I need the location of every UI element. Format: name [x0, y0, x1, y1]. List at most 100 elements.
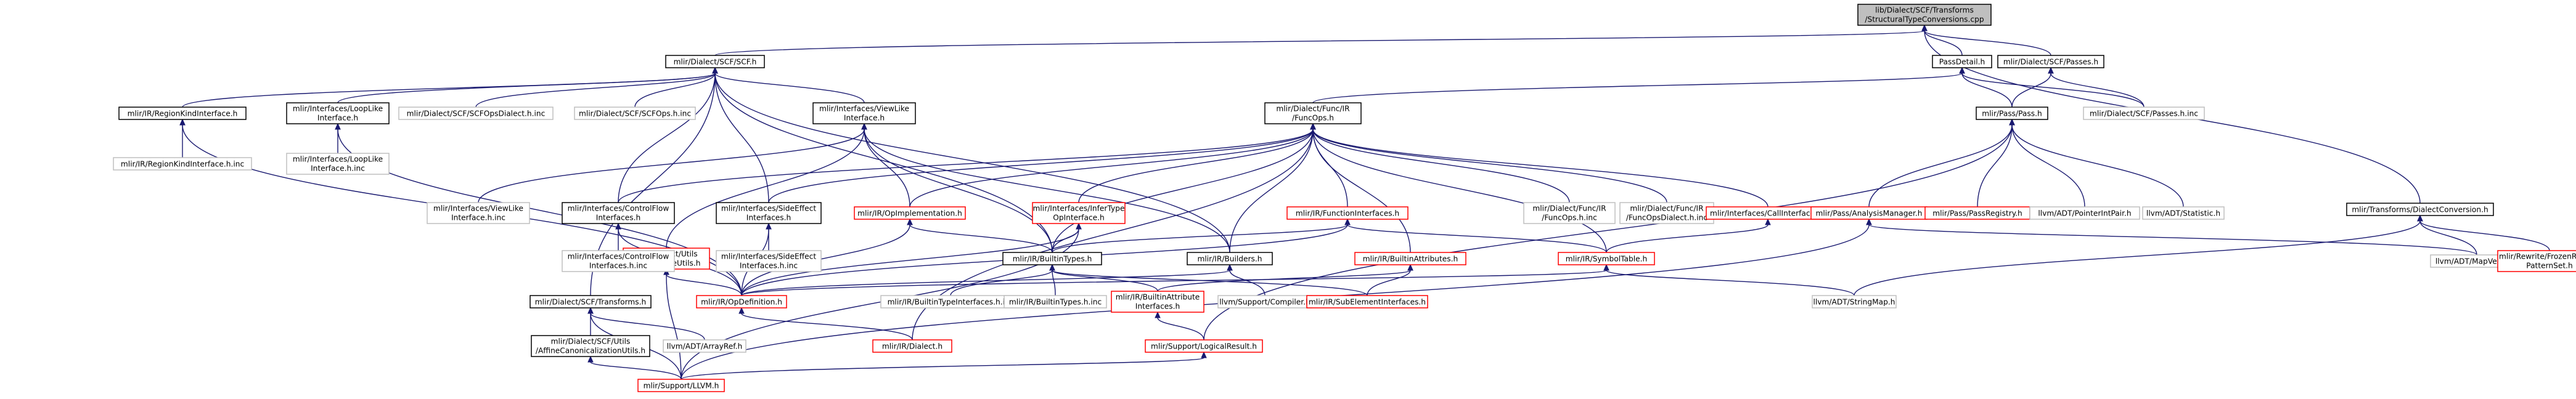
node-label-line: /AffineCanonicalizationUtils.h	[536, 347, 645, 355]
edge-callinterfaces-to-symboltable	[1606, 218, 1771, 253]
edge-scf-to-sideeffect	[712, 66, 769, 203]
node-symboltable[interactable]: mlir/IR/SymbolTable.h	[1558, 252, 1655, 265]
node-box	[286, 102, 390, 124]
node-supportllvm[interactable]: mlir/Support/LLVM.h	[637, 379, 725, 392]
node-label-line: mlir/Pass/PassRegistry.h	[1932, 209, 2022, 218]
node-funcinterfaces[interactable]: mlir/IR/FunctionInterfaces.h	[1286, 206, 1409, 220]
edge-funcops-to-funcopsinc	[1310, 123, 1570, 203]
node-label-line: mlir/Transforms/DialectConversion.h	[2352, 206, 2488, 214]
node-label-line: mlir/Support/LogicalResult.h	[1151, 342, 1257, 351]
edge-scf-to-controlflow	[618, 66, 718, 203]
edge-logicalresult-to-supportllvm	[681, 351, 1207, 380]
node-box	[427, 202, 530, 224]
edge-viewlike-to-builtintypes	[861, 123, 1053, 253]
node-regionkind[interactable]: mlir/IR/RegionKindInterface.h	[118, 107, 247, 120]
node-label-line: mlir/IR/RegionKindInterface.h	[128, 110, 238, 118]
edge-passpass-to-passregistry	[1977, 118, 2015, 208]
edge-scftransforms-to-arrayref	[587, 307, 705, 341]
node-label-line: mlir/Pass/Pass.h	[1982, 110, 2042, 118]
node-label-line: mlir/Interfaces/LoopLike	[293, 105, 383, 113]
arrowhead	[2048, 66, 2054, 74]
arrowhead	[766, 222, 772, 230]
node-label-line: mlir/IR/BuiltinTypes.h	[1013, 255, 1092, 264]
node-box	[1558, 252, 1655, 265]
node-label-line: mlir/Dialect/Func/IR	[1276, 105, 1350, 113]
node-label-line: mlir/IR/SubElementInterfaces.h	[1309, 298, 1426, 307]
node-builders[interactable]: mlir/IR/Builders.h	[1187, 252, 1273, 265]
node-passdetail[interactable]: PassDetail.h	[1932, 55, 1992, 68]
edge-viewlike-to-opimpl	[861, 123, 910, 208]
node-label-line: mlir/IR/BuiltinTypes.h.inc	[1009, 298, 1102, 307]
node-opdefinition[interactable]: mlir/IR/OpDefinition.h	[696, 295, 787, 308]
node-label-line: mlir/Interfaces/ViewLike	[819, 105, 909, 113]
node-label-line: mlir/IR/BuiltinTypeInterfaces.h.inc	[888, 298, 1014, 307]
edge-symboltable-to-stringmap	[1603, 264, 1855, 296]
node-sideeffectinc: mlir/Interfaces/SideEffectInterfaces.h.i…	[716, 250, 822, 272]
node-label-line: mlir/IR/RegionKindInterface.h.inc	[121, 160, 244, 169]
node-label-line: mlir/IR/OpImplementation.h	[857, 209, 962, 218]
node-layer: lib/Dialect/SCF/Transforms/StructuralTyp…	[113, 4, 2576, 392]
node-frozenrewrite[interactable]: mlir/Rewrite/FrozenRewritePatternSet.h	[2497, 250, 2576, 272]
arrowhead	[1959, 66, 1965, 74]
node-passregistry[interactable]: mlir/Pass/PassRegistry.h	[1924, 206, 2030, 220]
node-box	[854, 206, 966, 220]
node-label-line: mlir/Dialect/SCF/Passes.h.inc	[2090, 110, 2198, 118]
edge-builtintypes-to-subelement	[1049, 264, 1368, 296]
node-compiler: llvm/Support/Compiler.h	[1217, 295, 1312, 308]
node-box	[665, 55, 765, 68]
node-label-line: mlir/Dialect/SCF/SCFOps.h.inc	[579, 110, 691, 118]
node-box	[1857, 4, 1992, 26]
node-label-line: mlir/IR/Builders.h	[1198, 255, 1262, 264]
node-passpass[interactable]: mlir/Pass/Pass.h	[1976, 107, 2048, 120]
edge-funcops-to-opimpl	[909, 123, 1316, 208]
arrowhead	[1765, 218, 1771, 225]
node-scfpasses[interactable]: mlir/Dialect/SCF/Passes.h	[1997, 55, 2104, 68]
arrowhead	[1227, 264, 1233, 271]
node-box	[2346, 203, 2494, 216]
node-box	[1997, 55, 2104, 68]
arrowhead	[861, 123, 867, 130]
node-pointerintpair: llvm/ADT/PointerIntPair.h	[2029, 206, 2140, 220]
edge-layer	[179, 24, 2550, 380]
node-label-line: mlir/IR/BuiltinAttribute	[1116, 293, 1200, 302]
node-label-line: mlir/Dialect/SCF/Passes.h	[2003, 58, 2098, 66]
node-label-line: /FuncOps.h.inc	[1542, 214, 1597, 222]
node-label-line: llvm/ADT/Statistic.h	[2146, 209, 2220, 218]
node-builtintypes[interactable]: mlir/IR/BuiltinTypes.h	[1002, 252, 1102, 265]
edge-builders-to-compiler	[1227, 264, 1266, 296]
node-builtinattrs[interactable]: mlir/IR/BuiltinAttributes.h	[1354, 252, 1466, 265]
node-label-line: mlir/Interfaces/ViewLike	[433, 204, 523, 213]
node-scf[interactable]: mlir/Dialect/SCF/SCF.h	[665, 55, 765, 68]
node-scftransforms[interactable]: mlir/Dialect/SCF/Transforms.h	[530, 295, 652, 308]
node-analysismgr[interactable]: mlir/Pass/AnalysisManager.h	[1810, 206, 1928, 220]
node-transformsdc[interactable]: mlir/Transforms/DialectConversion.h	[2346, 203, 2494, 216]
node-arrayref: llvm/ADT/ArrayRef.h	[663, 339, 746, 353]
node-subelement[interactable]: mlir/IR/SubElementInterfaces.h	[1306, 295, 1428, 308]
node-label-line: Interfaces.h	[1135, 302, 1180, 311]
edge-scfpasses-to-scfpassesinc	[2048, 66, 2145, 108]
node-label-line: Interface.h.inc	[451, 214, 505, 222]
arrowhead	[1344, 218, 1351, 225]
node-stringmap: llvm/ADT/StringMap.h	[1812, 295, 1897, 308]
node-box	[696, 295, 787, 308]
edge-affinecanon-to-supportllvm	[587, 355, 682, 380]
edge-opimpl-to-builtintypes	[907, 218, 1053, 253]
node-affinecanon[interactable]: mlir/Dialect/SCF/Utils/AffineCanonicaliz…	[531, 335, 650, 357]
node-irdialect[interactable]: mlir/IR/Dialect.h	[872, 339, 952, 353]
edge-opimpl-to-opdefinition	[741, 218, 913, 296]
node-opimpl[interactable]: mlir/IR/OpImplementation.h	[854, 206, 966, 220]
node-box	[2083, 107, 2205, 120]
node-box	[2142, 206, 2225, 220]
node-box	[716, 250, 822, 272]
node-callinterfaces[interactable]: mlir/Interfaces/CallInterfaces.h	[1706, 206, 1830, 220]
node-logicalresult[interactable]: mlir/Support/LogicalResult.h	[1145, 339, 1263, 353]
arrowhead	[1921, 24, 1928, 31]
node-funcops[interactable]: mlir/Dialect/Func/IR/FuncOps.h	[1264, 102, 1362, 124]
edge-passpass-to-statistic	[2009, 118, 2184, 208]
